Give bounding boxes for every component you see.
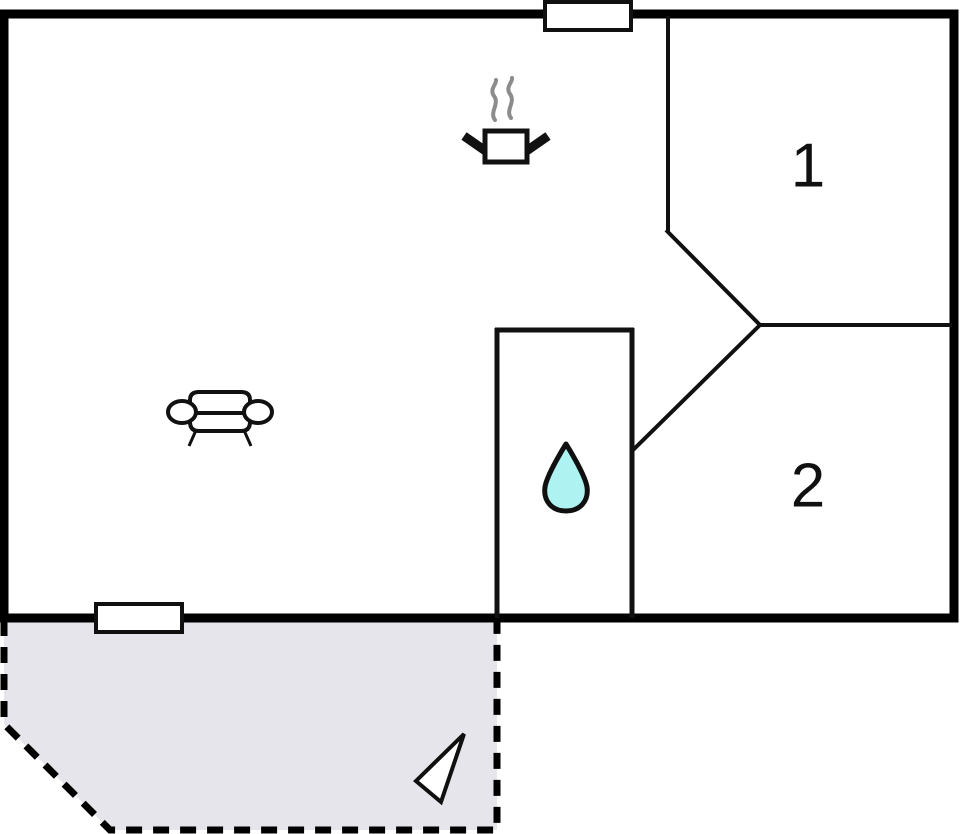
bathroom-walls (494, 327, 635, 618)
steam-left (490, 78, 499, 122)
outer-wall-rect (0, 9, 959, 623)
stove-pot-icon[interactable] (461, 76, 551, 165)
room-number-1: 1 (791, 131, 825, 200)
sofa-icon[interactable] (166, 390, 274, 447)
pot-body (482, 128, 530, 165)
sofa-armrest-left (166, 399, 198, 425)
terrace-dashed-outline (0, 620, 501, 834)
room-number-2: 2 (791, 451, 825, 520)
north-arrow-triangle (413, 732, 466, 806)
sofa-armrest-right (242, 399, 274, 425)
window-top[interactable] (543, 0, 633, 32)
terrace-polygon (4, 620, 497, 830)
partition-diagonal-upper (664, 228, 762, 327)
north-arrow-icon[interactable] (413, 732, 466, 806)
building-outer-walls (0, 9, 959, 623)
water-drop-icon[interactable] (542, 441, 590, 514)
window-top-frame (543, 0, 633, 32)
window-bottom-left[interactable] (94, 602, 184, 634)
window-bottom-left-frame (94, 602, 184, 634)
terrace-area[interactable] (0, 620, 501, 834)
interior-partitions (631, 16, 952, 452)
partition-diagonal-lower (631, 323, 762, 452)
water-drop-shape (542, 441, 590, 514)
steam-right (506, 76, 515, 120)
